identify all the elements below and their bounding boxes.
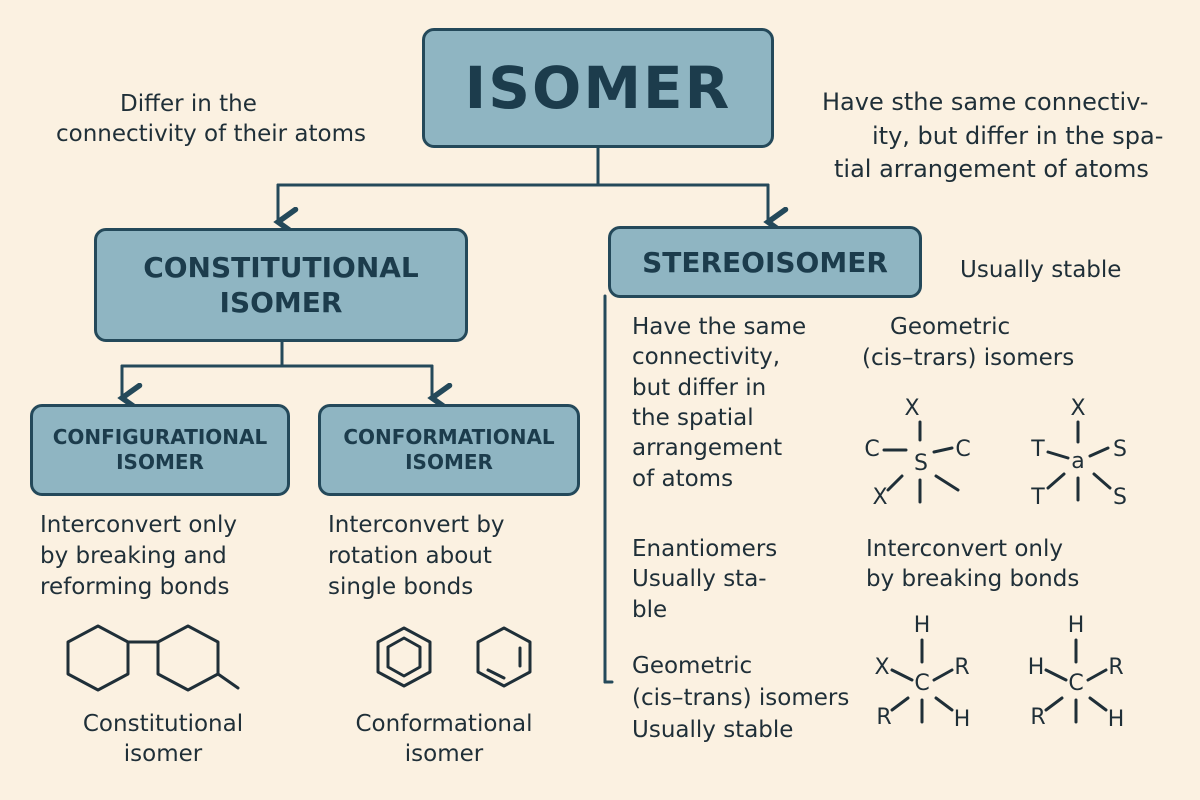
enant-right-left: H [1028,655,1045,680]
constitutional-molecule-drawing [66,624,240,692]
geo-right-top: X [1070,396,1085,421]
configurational-note-line: reforming bonds [40,574,230,601]
interconvert-breaking-line: Interconvert only [866,536,1063,562]
geometric-lower-line: Usually stable [632,717,794,744]
conformational-note-line: single bonds [328,574,474,601]
enantiomers-line: Enantiomers [632,536,778,562]
stereoisomer-side-note: Usually stable [960,256,1121,286]
geo-left-center: S [914,451,928,476]
enant-left-bottom-left: R [876,705,891,730]
geo-right-right: S [1113,437,1127,462]
geo-left-bottom-left: X [872,485,887,510]
geometric-upper-line: (cis–trars) isomers [862,345,1075,372]
conformational-isomer-box: CONFORMATIONAL ISOMER [318,404,580,496]
geo-left-top: X [904,396,919,421]
constitutional-caption: Constitutional isomer [68,710,258,770]
connector-stereoisomer [603,294,614,684]
geometric-upper-line: Geometric [890,314,1011,340]
enant-right-bottom-left: R [1030,705,1045,730]
enant-molecule-left: H X C R R H [874,613,970,732]
configurational-note-line: by breaking and [40,543,227,570]
configurational-label-line: ISOMER [116,450,204,474]
conformational-note-line: rotation about [328,543,492,570]
isomer-root-label: ISOMER [464,53,732,122]
root-note-right-line: Have sthe same connectiv- [822,88,1149,116]
enant-right-top: H [1068,613,1085,638]
geometric-lower-note: Geometric (cis–trans) isomers Usually st… [632,650,849,747]
root-note-left-line: connectivity of their atoms [56,120,366,147]
conformational-caption-line: Conformational [355,711,533,737]
stereoisomer-description-line: but differ in [632,374,767,401]
stereoisomer-description-line: of atoms [632,465,734,492]
root-note-left: Differ in the connectivity of their atom… [56,90,366,150]
enant-left-left: X [874,655,889,680]
enant-left-top: H [914,613,931,638]
connector-constitutional [122,340,432,398]
constitutional-isomer-box: CONSTITUTIONAL ISOMER [94,228,468,342]
geometric-lower-line: Geometric [632,653,753,679]
geo-molecule-right: X T a S T S [1030,396,1127,510]
conformational-caption-line: isomer [404,740,484,767]
enant-molecule-right: H H C R R H [1028,613,1125,732]
configurational-note-line: Interconvert only [40,512,237,538]
root-note-right-line: ity, but differ in the spa- [872,121,1164,150]
enantiomers-line: Usually sta- [632,566,767,593]
root-note-right-line: tial arrangement of atoms [834,155,1149,184]
configurational-label-line: CONFIGURATIONAL [52,425,268,449]
constitutional-caption-line: Constitutional [82,711,244,737]
interconvert-breaking-note: Interconvert only by breaking bonds [866,534,1079,595]
root-note-left-line: Differ in the [120,91,257,117]
constitutional-caption-line: isomer [123,740,203,767]
enantiomers-line: ble [632,596,668,623]
stereoisomer-label: STEREOISOMER [642,245,888,279]
geometric-upper-note: Geometric (cis–trars) isomers [862,312,1074,374]
enant-right-bottom-right: H [1108,707,1125,732]
geo-right-bottom-left: T [1030,485,1045,510]
constitutional-label-line: CONSTITUTIONAL [143,251,419,284]
geometric-lower-line: (cis–trans) isomers [632,685,850,712]
geo-left-left: C [864,437,879,462]
root-note-right: Have sthe same connectiv- ity, but diffe… [822,86,1163,187]
stereoisomer-description-line: Have the same [632,314,807,340]
geo-right-center: a [1071,449,1084,474]
connector-root [278,146,768,222]
conformational-label-line: ISOMER [405,450,493,474]
stereoisomer-description-line: connectivity, [632,344,781,371]
interconvert-breaking-line: by breaking bonds [866,566,1080,593]
conformational-note: Interconvert by rotation about single bo… [328,510,505,603]
enant-left-bottom-right: H [954,707,971,732]
enantiomers-note: Enantiomers Usually sta- ble [632,534,777,625]
stereoisomer-box: STEREOISOMER [608,226,922,298]
stereoisomer-side-note-text: Usually stable [960,257,1122,283]
isomer-root-box: ISOMER [422,28,774,148]
geo-molecule-left: X C S C X [864,396,970,510]
geo-left-right: C [955,437,970,462]
enant-right-center: C [1068,671,1083,696]
geo-right-left: T [1030,437,1045,462]
conformational-label-line: CONFORMATIONAL [343,425,555,449]
stereoisomer-description: Have the same connectivity, but differ i… [632,312,806,494]
conformational-caption: Conformational isomer [344,710,544,770]
enant-right-right: R [1108,655,1123,680]
enant-left-right: R [954,655,969,680]
constitutional-label-line: ISOMER [219,286,343,319]
conformational-molecule-drawing [376,626,532,688]
stereoisomer-description-line: the spatial [632,405,754,432]
enant-left-center: C [914,671,929,696]
conformational-note-line: Interconvert by [328,512,505,538]
configurational-isomer-box: CONFIGURATIONAL ISOMER [30,404,290,496]
stereoisomer-description-line: arrangement [632,435,783,462]
configurational-note: Interconvert only by breaking and reform… [40,510,237,603]
geo-right-bottom-right: S [1113,485,1127,510]
